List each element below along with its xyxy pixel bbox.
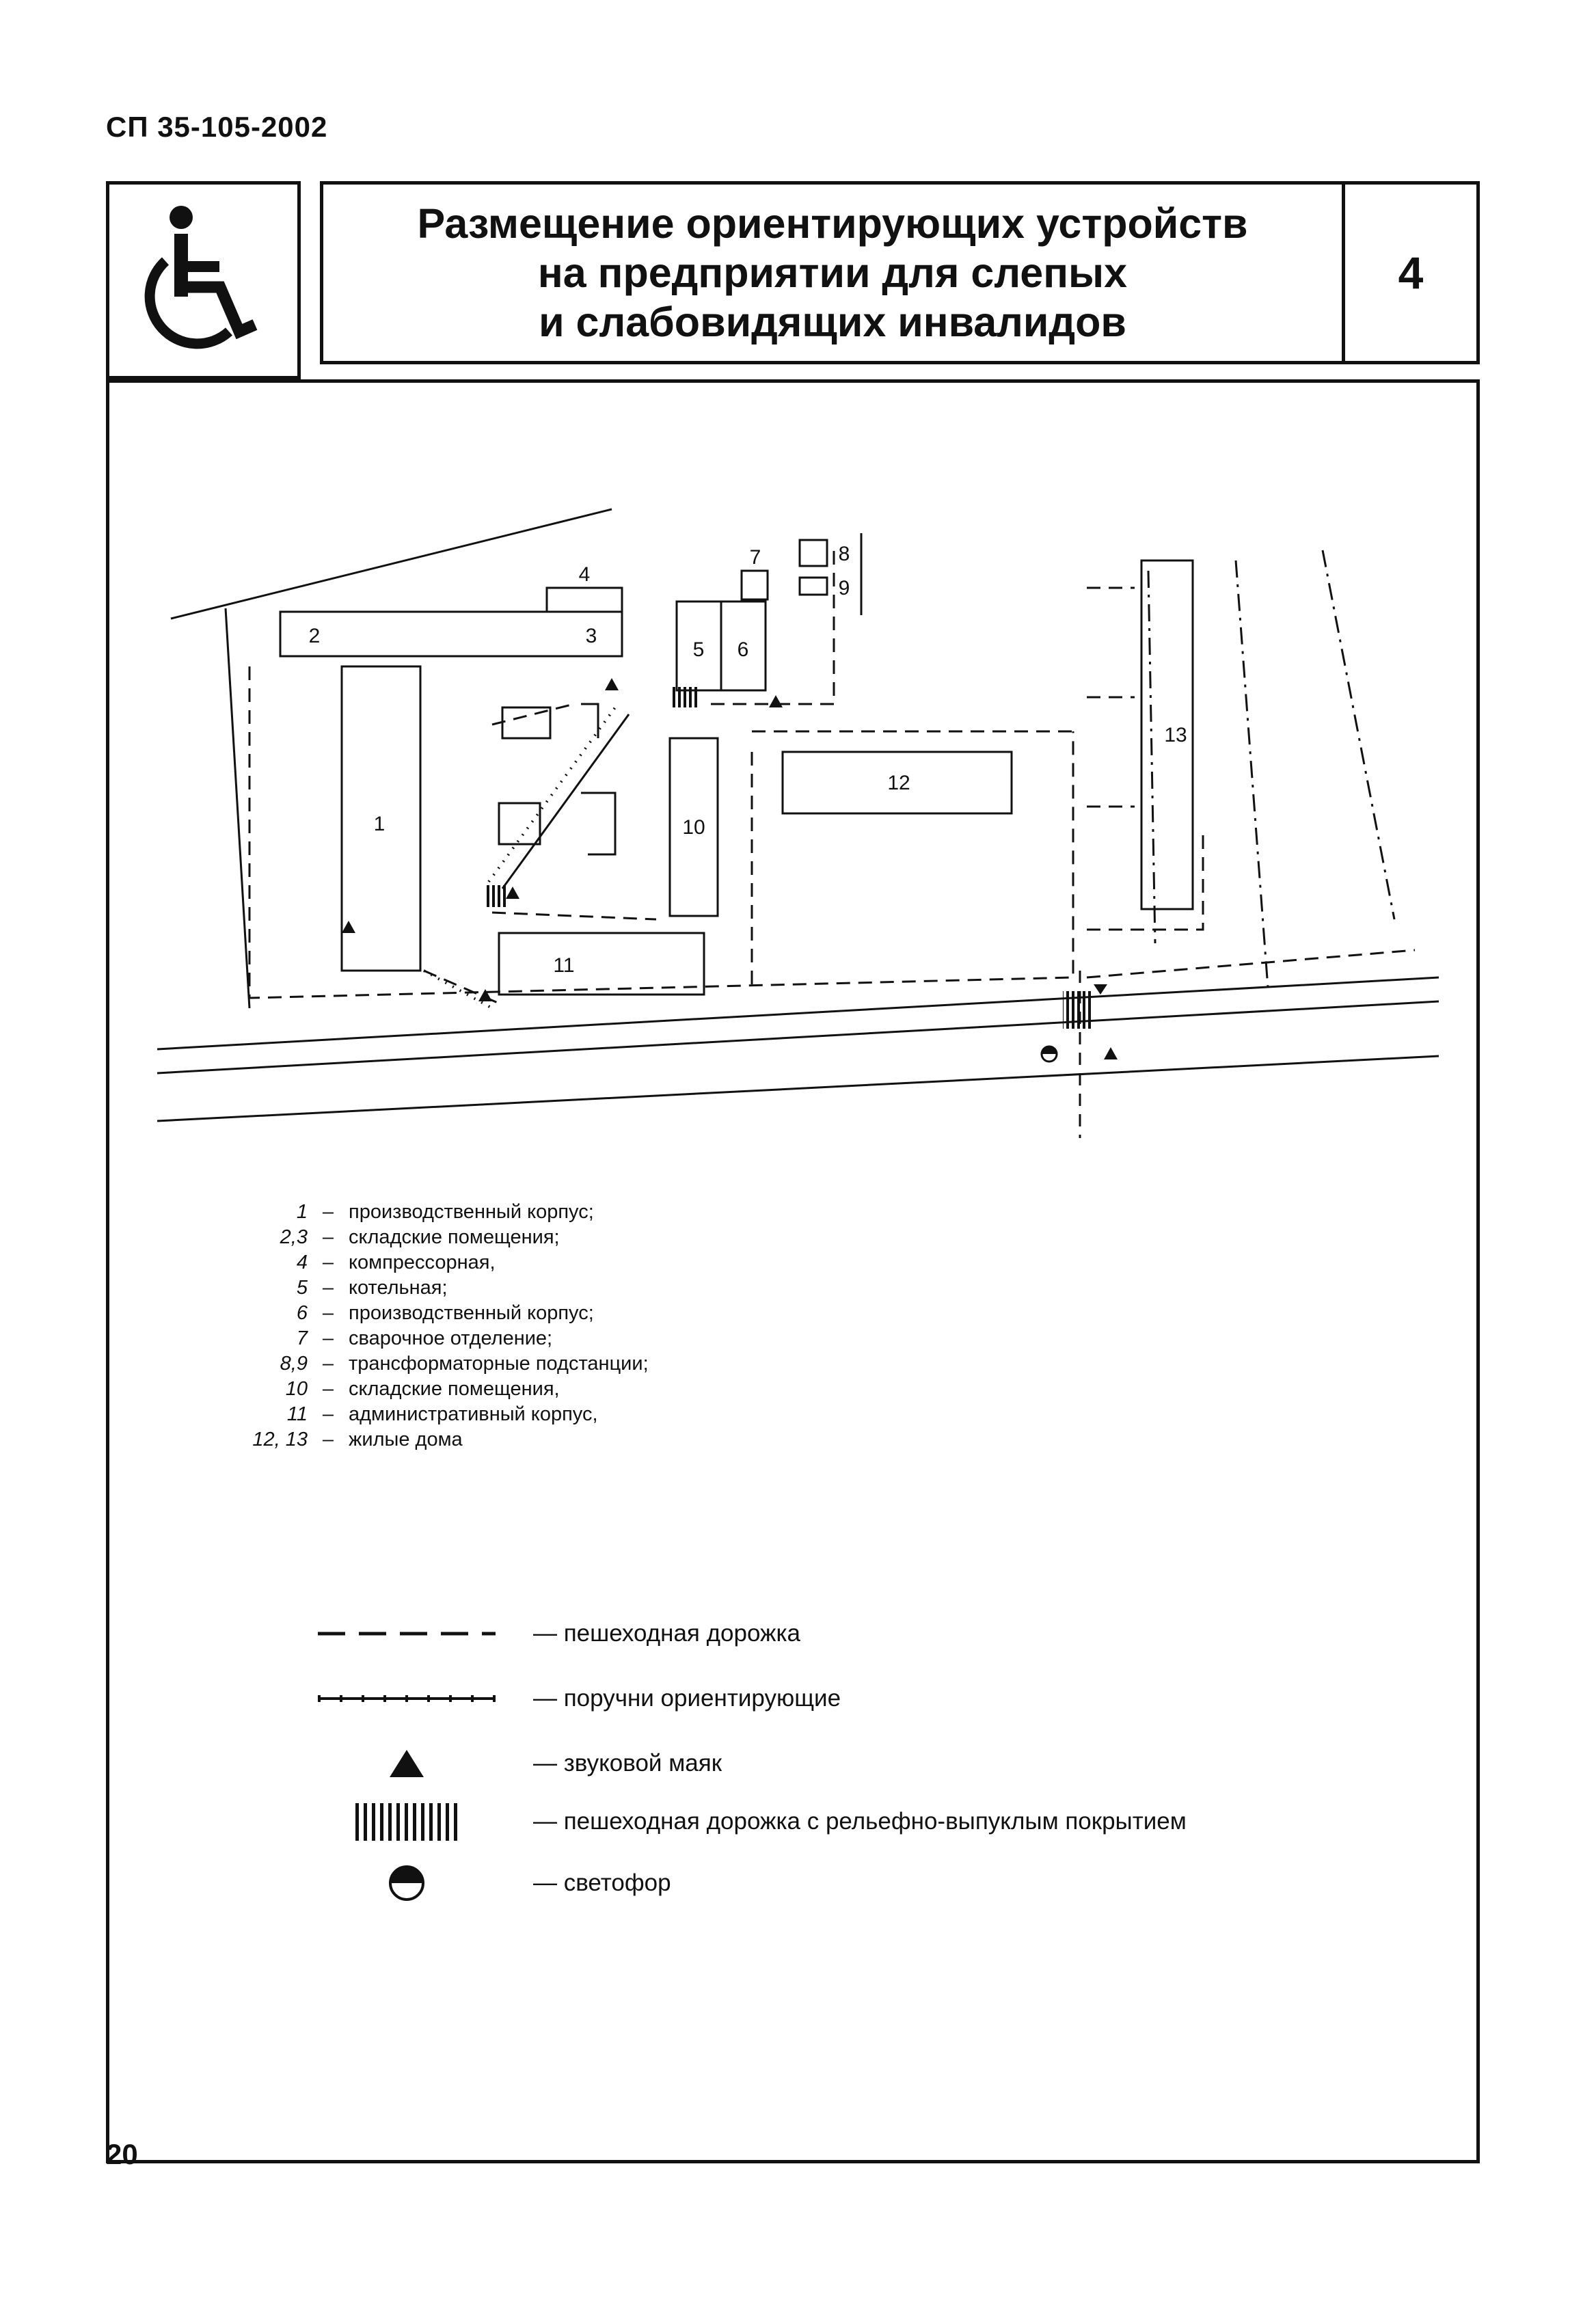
plan-label-12: 12 <box>887 772 910 794</box>
list-item: 8,9–трансформаторные подстанции; <box>280 1353 649 1375</box>
legend-item: — поручни ориентирующие <box>314 1678 841 1719</box>
plan-label-11: 11 <box>553 954 574 977</box>
building-8 <box>798 539 828 567</box>
triangle-icon <box>390 1750 424 1777</box>
page-title: Размещение ориентирующих устройств на пр… <box>417 200 1248 345</box>
traffic-light-icon <box>389 1865 424 1901</box>
list-item: 10–складские помещения, <box>285 1378 560 1400</box>
hatch-strip-icon <box>355 1802 458 1841</box>
sound-beacon-icon <box>478 989 492 1001</box>
list-item: 11–административный корпус, <box>286 1403 598 1425</box>
tactile-strip <box>1063 991 1094 1029</box>
building-9 <box>798 576 828 596</box>
dashed-line-icon <box>318 1632 496 1636</box>
drawing-frame: 1 2 3 4 5 6 7 8 9 10 11 12 13 <box>106 379 1480 2163</box>
list-item: 2,3–складские помещения; <box>280 1226 560 1248</box>
building-4 <box>545 586 623 613</box>
plan-label-6: 6 <box>738 638 749 661</box>
page-number: 20 <box>106 2138 138 2170</box>
wheelchair-accessibility-icon <box>144 206 258 349</box>
title-box: Размещение ориентирующих устройств на пр… <box>320 181 1345 364</box>
sound-beacon-icon <box>506 887 519 899</box>
building-11 <box>498 932 705 996</box>
building-1 <box>340 665 422 972</box>
building-6 <box>720 600 767 692</box>
legend-item: — пешеходная дорожка с рельефно-выпуклым… <box>314 1801 1187 1842</box>
building-12 <box>781 751 1013 815</box>
plan-label-9: 9 <box>839 577 850 599</box>
site-plan: 1 2 3 4 5 6 7 8 9 10 11 12 13 <box>157 508 1439 1138</box>
plan-label-2: 2 <box>309 625 321 647</box>
list-item: 5–котельная; <box>296 1277 448 1299</box>
sound-beacon-icon <box>1094 984 1107 995</box>
sound-beacon-icon <box>769 695 783 707</box>
sound-beacon-icon <box>605 678 619 690</box>
plan-label-7: 7 <box>750 546 761 569</box>
accessibility-icon-box <box>106 181 301 379</box>
legend-item: — пешеходная дорожка <box>314 1613 800 1654</box>
list-item: 6–производственный корпус; <box>296 1302 594 1324</box>
plan-label-5: 5 <box>693 638 705 661</box>
building-2-3 <box>279 610 623 658</box>
sheet-number: 4 <box>1342 181 1480 364</box>
legend-item: — светофор <box>314 1863 671 1904</box>
dotted-rail-line-icon <box>318 1695 496 1702</box>
explication-list: 1–производственный корпус; 2,3–складские… <box>205 1200 649 1452</box>
legend-item: — звуковой маяк <box>314 1743 722 1784</box>
traffic-light-icon <box>1040 1045 1058 1063</box>
building-10 <box>668 737 719 917</box>
plan-label-10: 10 <box>682 816 705 839</box>
list-item: 7–сварочное отделение; <box>296 1327 553 1349</box>
list-item: 12, 13–жилые дома <box>252 1429 463 1450</box>
plan-label-1: 1 <box>374 813 386 835</box>
plan-label-4: 4 <box>579 563 591 586</box>
sound-beacon-icon <box>1104 1047 1118 1059</box>
plan-label-13: 13 <box>1164 724 1187 746</box>
building-13 <box>1140 559 1194 910</box>
tactile-strip <box>670 687 697 707</box>
building-7 <box>740 569 769 601</box>
plan-label-8: 8 <box>839 543 850 565</box>
plan-label-3: 3 <box>586 625 597 647</box>
list-item: 4–компрессорная, <box>296 1252 496 1273</box>
document-code: СП 35-105-2002 <box>106 111 328 143</box>
sound-beacon-icon <box>342 921 355 933</box>
list-item: 1–производственный корпус; <box>296 1201 594 1223</box>
tactile-strip <box>485 885 507 907</box>
